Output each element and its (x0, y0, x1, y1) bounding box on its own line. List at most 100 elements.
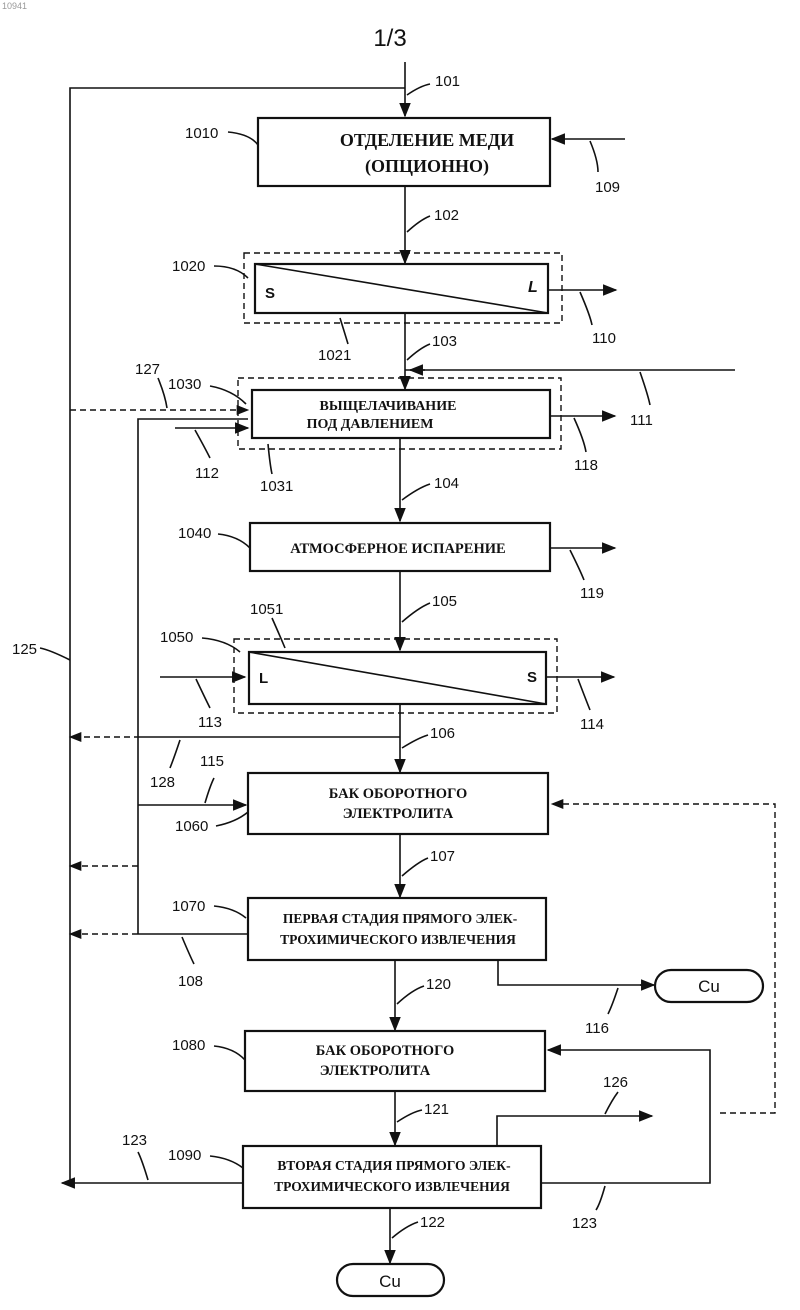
leader-125 (40, 648, 70, 660)
leader-104 (402, 484, 430, 500)
label-1040: 1040 (178, 525, 211, 542)
leader-123a (138, 1152, 148, 1180)
label-123b: 123 (572, 1215, 597, 1232)
recycle-125-line (70, 88, 405, 1183)
label-118: 118 (574, 457, 598, 474)
box-1010-line2: (ОПЦИОННО) (365, 156, 489, 177)
leader-1021 (340, 318, 348, 344)
box-1060-recycle-electrolyte-tank (248, 773, 548, 834)
leader-127 (158, 378, 167, 408)
label-1090: 1090 (168, 1147, 201, 1164)
leader-107 (402, 858, 428, 876)
label-103: 103 (432, 333, 457, 350)
leader-128 (170, 740, 180, 768)
leader-126 (605, 1092, 618, 1114)
box-1070-first-electrowinning (248, 898, 546, 960)
leader-1020 (214, 266, 248, 278)
label-126: 126 (603, 1074, 628, 1091)
label-105: 105 (432, 593, 457, 610)
leader-103 (407, 344, 430, 360)
box-1090-line1: ВТОРАЯ СТАДИЯ ПРЯМОГО ЭЛЕК- (277, 1158, 510, 1173)
leader-110 (580, 292, 592, 325)
leader-115 (205, 778, 214, 803)
label-123a: 123 (122, 1132, 147, 1149)
label-1050: 1050 (160, 629, 193, 646)
label-1080: 1080 (172, 1037, 205, 1054)
box-1060-line1: БАК ОБОРОТНОГО (329, 786, 467, 802)
label-111: 111 (630, 412, 653, 429)
label-1021: 1021 (318, 347, 351, 364)
box-1030-line1: ВЫЩЕЛАЧИВАНИЕ (320, 399, 457, 414)
leader-122 (392, 1222, 418, 1238)
leader-1051 (272, 618, 285, 648)
label-109: 109 (595, 179, 620, 196)
leader-106 (402, 735, 428, 748)
label-104: 104 (434, 475, 459, 492)
leader-1070 (214, 906, 246, 918)
leader-1080 (214, 1046, 245, 1060)
box-1060-line2: ЭЛЕКТРОЛИТА (343, 806, 454, 822)
label-116: 116 (585, 1020, 609, 1037)
corner-mark: 10941 (2, 1, 27, 11)
label-127: 127 (135, 361, 160, 378)
label-102: 102 (434, 207, 459, 224)
leader-1010 (228, 132, 258, 145)
label-122: 122 (420, 1214, 445, 1231)
label-108: 108 (178, 973, 203, 990)
box-1090-line2: ТРОХИМИЧЕСКОГО ИЗВЛЕЧЕНИЯ (274, 1179, 510, 1194)
label-1031: 1031 (260, 478, 293, 495)
leader-101 (407, 84, 430, 95)
box-1070-line1: ПЕРВАЯ СТАДИЯ ПРЯМОГО ЭЛЕК- (283, 911, 517, 926)
leader-119 (570, 550, 584, 580)
leader-121 (397, 1110, 422, 1122)
box-1080-line2: ЭЛЕКТРОЛИТА (320, 1063, 431, 1079)
label-1070: 1070 (172, 898, 205, 915)
label-1010: 1010 (185, 125, 218, 142)
label-112: 112 (195, 465, 219, 482)
box-1070-line2: ТРОХИМИЧЕСКОГО ИЗВЛЕЧЕНИЯ (280, 932, 516, 947)
box-1080-recycle-electrolyte-tank (245, 1031, 545, 1091)
separator-1020-liquid-side: L (528, 279, 538, 296)
leader-102 (407, 216, 430, 232)
product-cu-1-label: Cu (698, 977, 720, 996)
stream-116-line (498, 960, 653, 985)
product-cu-2-label: Cu (379, 1272, 401, 1291)
label-107: 107 (430, 848, 455, 865)
label-114: 114 (580, 716, 604, 733)
label-106: 106 (430, 725, 455, 742)
label-1020: 1020 (172, 258, 205, 275)
leader-118 (574, 418, 586, 452)
box-1010-line1: ОТДЕЛЕНИЕ МЕДИ (340, 130, 514, 150)
label-115: 115 (200, 753, 224, 770)
label-1060: 1060 (175, 818, 208, 835)
leader-111 (640, 372, 650, 405)
label-128: 128 (150, 774, 175, 791)
label-1051: 1051 (250, 601, 283, 618)
sheet-number: 1/3 (373, 25, 406, 52)
leader-112 (195, 430, 210, 458)
leader-1040 (218, 534, 250, 548)
leader-108 (182, 937, 194, 964)
label-110: 110 (592, 330, 616, 347)
leader-114 (578, 679, 590, 710)
label-101: 101 (435, 73, 460, 90)
label-121: 121 (424, 1101, 449, 1118)
leader-113 (196, 679, 210, 708)
box-1090-second-electrowinning (243, 1146, 541, 1208)
leader-1030 (210, 386, 246, 404)
separator-1050-solid-side: S (527, 669, 537, 686)
label-1030: 1030 (168, 376, 201, 393)
box-1030-line2: ПОД ДАВЛЕНИЕМ (307, 417, 434, 432)
leader-123b (596, 1186, 605, 1210)
leader-1090 (210, 1156, 243, 1168)
leader-105 (402, 603, 430, 622)
leader-109 (590, 141, 598, 172)
separator-1050-liquid-side: L (259, 670, 268, 687)
leader-1060 (216, 812, 248, 826)
leader-120 (397, 986, 424, 1004)
separator-1020-solid-side: S (265, 285, 275, 302)
recycle-126-dashed (550, 804, 775, 1113)
label-120: 120 (426, 976, 451, 993)
label-113: 113 (198, 714, 222, 731)
